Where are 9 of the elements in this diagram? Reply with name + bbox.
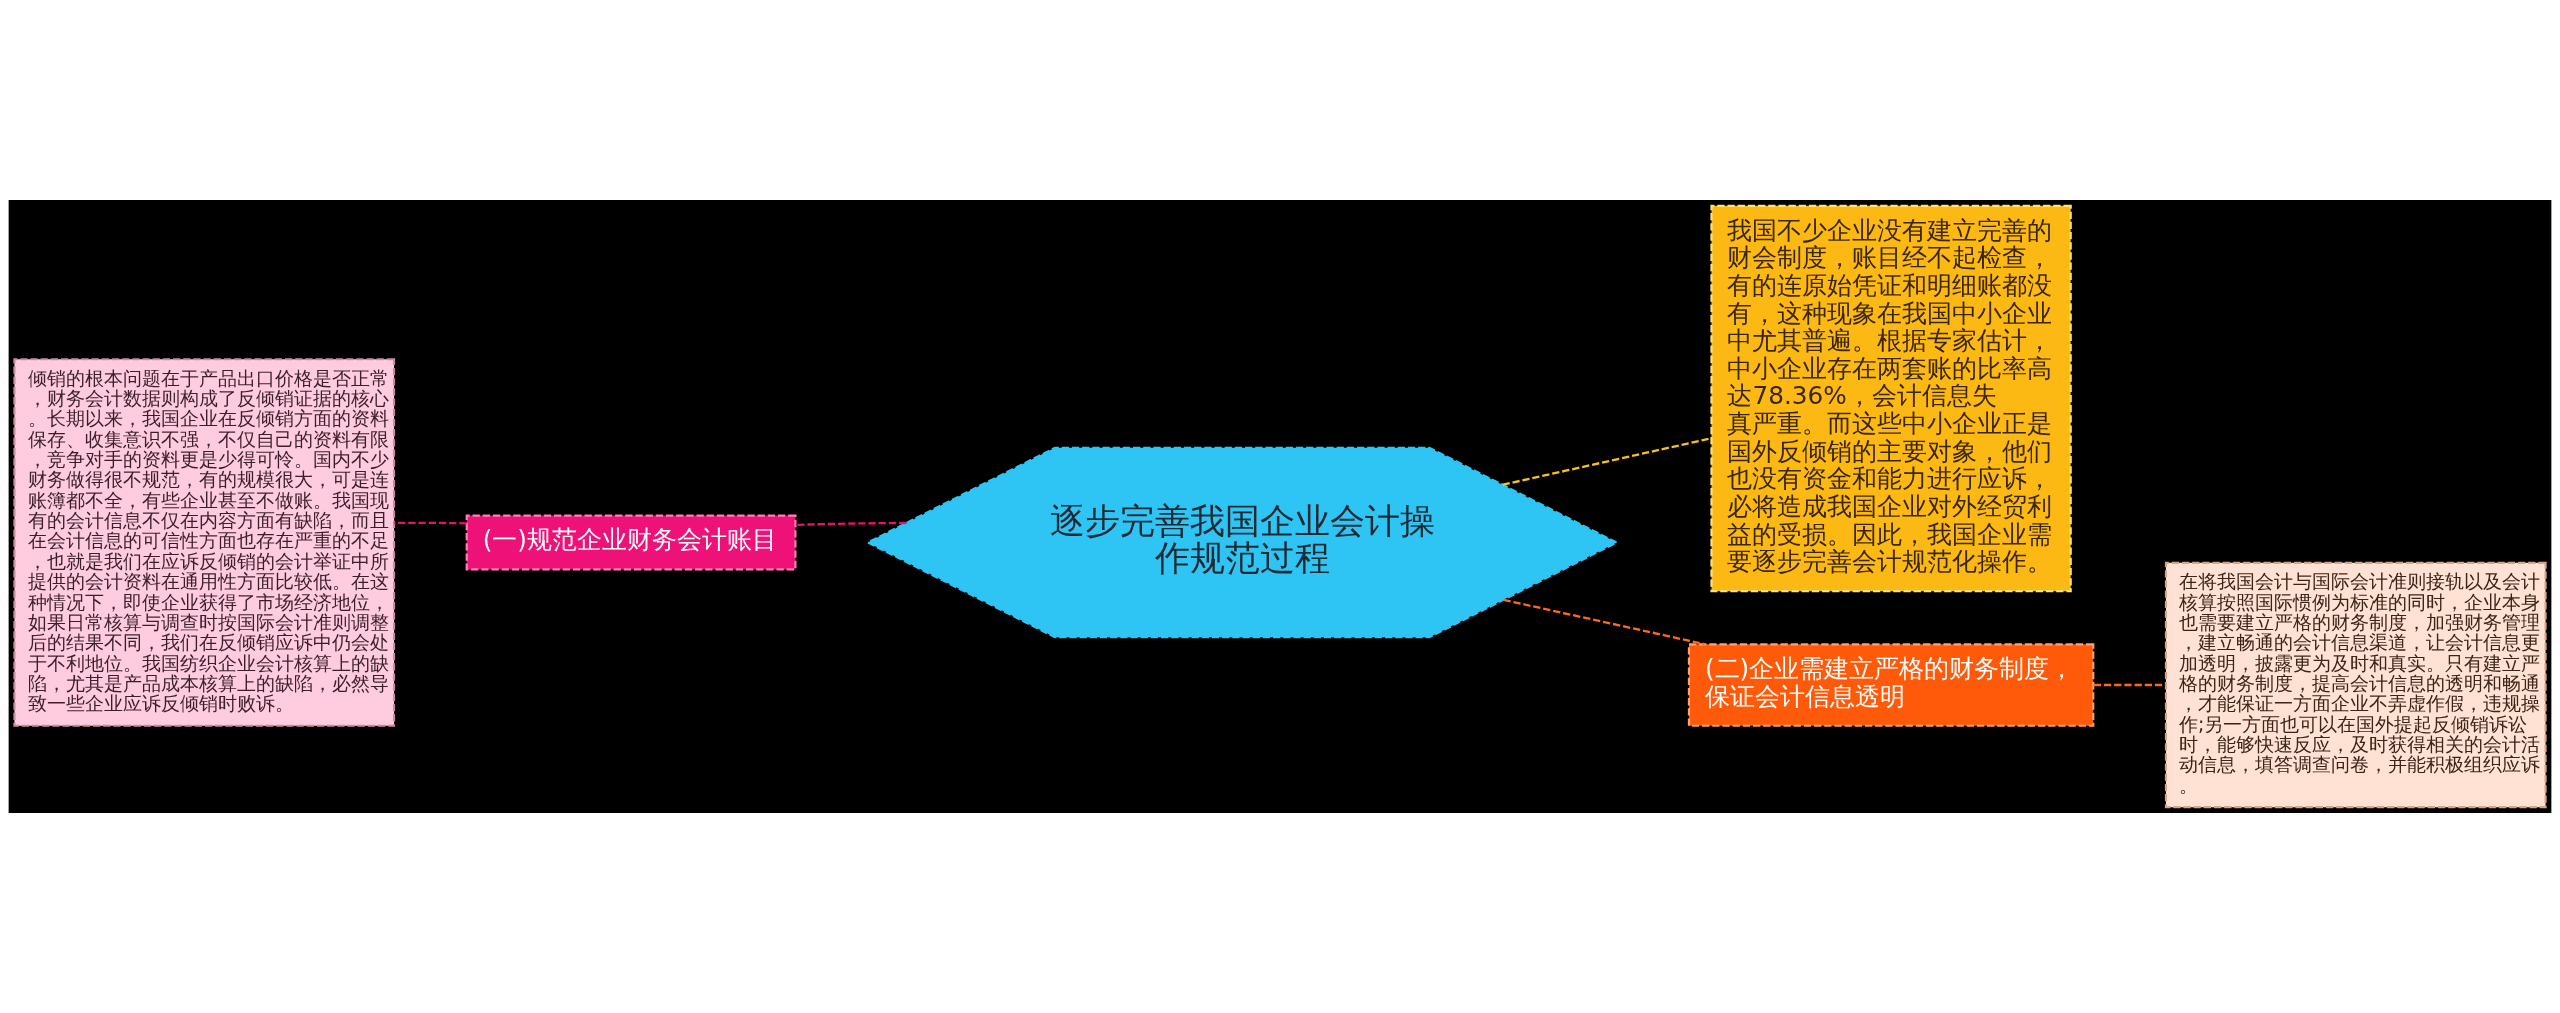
node-box: (一)规范企业财务会计账目: [465, 514, 797, 571]
connector: [1502, 437, 1712, 486]
node-box: 倾销的根本问题在于产品出口价格是否正常，财务会计数据则构成了反倾销证据的核心。长期以来，我国企业在反倾销方面的资料保存、收集意识不强，不仅自己的资料有限，竞争对手的资料更是少得可怜。国内不少财务做得很不规范，有的规模很大，可是连账簿都不全，有些企业甚至不做账。我国现有的会计信息不仅在内容方面有缺陷，而且在会计信息的可信性方面也存在严重的不足，也就是我们在应诉反倾销的会计举证中所提供的会计资料在通用性方面比较低。在这种情况下，即使企业获得了市场经济地位，如果日常核算与调查时按国际会计准则调整后的结果不同，我们在反倾销应诉中仍会处于不利地位。我国纺织企业会计核算上的缺陷，尤其是产品成本核算上的缺陷，必然导致一些企业应诉反倾销时败诉。: [13, 358, 396, 727]
connector: [394, 521, 467, 525]
connector: [795, 521, 907, 527]
node-box: 我国不少企业没有建立完善的财会制度，账目经不起检查，有的连原始凭证和明细账都没有，这种现象在我国中小企业中尤其普遍。根据专家估计，中小企业存在两套账的比率高达78.36%，会计信息失真严重。而这些中小企业正是国外反倾销的主要对象，他们也没有资金和能力进行应诉，必将造成我国企业对外经贸利益的受损。因此，我国企业需要逐步完善会计规范化操作。: [1710, 204, 2072, 593]
node-box: 在将我国会计与国际会计准则接轨以及会计核算按照国际惯例为标准的同时，企业本身也需要建立严格的财务制度，加强财务管理，建立畅通的会计信息渠道，让会计信息更加透明，披露更为及时和真实。只有建立严格的财务制度，提高会计信息的透明和畅通，才能保证一方面企业不弄虚作假，违规操作;另一方面也可以在国外提起反倾销诉讼时，能够快速反应，及时获得相关的会计活动信息，填答调查问卷，并能积极组织应诉。: [2164, 561, 2547, 809]
node-box: (二)企业需建立严格的财务制度，保证会计信息透明: [1687, 643, 2095, 727]
connector: [1503, 598, 1705, 646]
